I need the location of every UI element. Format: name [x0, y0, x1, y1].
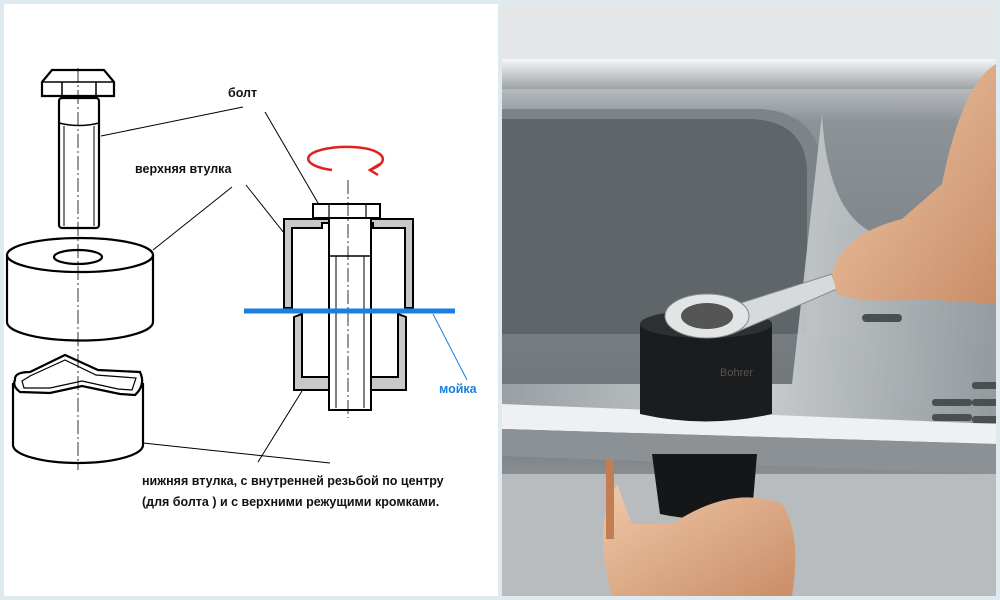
- sink-punch-photo: Bohrer: [502, 4, 996, 596]
- hand-bottom: [603, 484, 796, 596]
- tool-brand-text: Bohrer: [720, 367, 753, 379]
- cross-section: [283, 180, 414, 418]
- upper-sleeve-label: верхняя втулка: [135, 162, 232, 176]
- leader-lines: [100, 106, 331, 464]
- diagram-panel: болт верхняя втулка мойка нижняя втулка,…: [4, 4, 498, 596]
- bolt-label: болт: [228, 86, 258, 100]
- punch-diagram: [5, 68, 468, 470]
- description-line-2: (для болта ) и с верхними режущими кромк…: [142, 495, 440, 509]
- sink-label: мойка: [439, 382, 477, 396]
- hand-top: [832, 64, 996, 304]
- punch-tool: Bohrer: [640, 310, 772, 519]
- lower-sleeve-description: нижняя втулка, с внутренней резьбой по ц…: [142, 471, 444, 513]
- upper-sleeve-exploded: [5, 236, 155, 342]
- photo-panel: Bohrer: [502, 4, 996, 596]
- rotation-arrow-icon: [307, 145, 385, 177]
- description-line-1: нижняя втулка, с внутренней резьбой по ц…: [142, 474, 444, 488]
- drain-slots: [862, 314, 996, 423]
